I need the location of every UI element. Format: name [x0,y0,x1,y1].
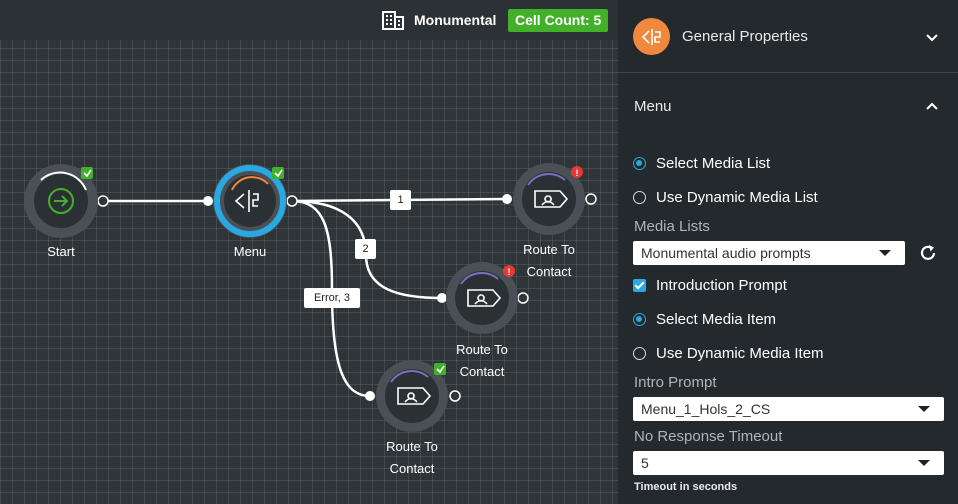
use-dynamic-media-item-label: Use Dynamic Media Item [656,345,824,362]
status-ok-icon [434,363,446,375]
route-contact-icon [534,190,569,208]
introduction-prompt-checkbox-row[interactable]: Introduction Prompt [633,277,787,294]
use-dynamic-media-item-option[interactable]: Use Dynamic Media Item [633,345,824,362]
node-menu[interactable] [213,164,287,238]
org-name: Monumental [414,12,497,28]
dropdown-arrow-icon [918,406,930,412]
select-media-list-label: Select Media List [656,155,771,172]
node-route-to-contact-3[interactable] [376,360,448,432]
status-ok-icon [272,167,284,179]
refresh-icon[interactable] [918,243,938,263]
use-dynamic-media-list-label: Use Dynamic Media List [656,189,818,206]
node-label-route-2: Route To Contact [456,342,508,379]
menu-section-title: Menu [634,98,672,115]
flow-diagram: ! ! [24,163,597,432]
menu-icon [234,190,259,212]
edge-label-2[interactable]: 2 [355,239,376,259]
edge-label-error-3[interactable]: Error, 3 [304,288,360,308]
radio-unselected[interactable] [633,191,646,204]
radio-selected[interactable] [633,157,646,170]
intro-prompt-label: Intro Prompt [634,374,717,391]
radio-unselected[interactable] [633,347,646,360]
menu-node-icon [633,18,670,55]
dropdown-arrow-icon [918,460,930,466]
dropdown-arrow-icon [879,250,891,256]
introduction-prompt-checkbox[interactable] [633,279,646,292]
select-media-item-option[interactable]: Select Media Item [633,311,776,328]
chevron-down-icon[interactable] [924,29,940,45]
canvas-header: Monumental Cell Count: 5 [0,0,618,40]
intro-prompt-select[interactable]: Menu_1_Hols_2_CS [633,397,944,421]
building-icon [382,11,404,30]
introduction-prompt-label: Introduction Prompt [656,277,787,294]
no-response-timeout-label: No Response Timeout [634,428,783,445]
svg-text:!: ! [508,267,511,277]
general-properties-title: General Properties [682,28,808,45]
no-response-timeout-select[interactable]: 5 [633,451,944,475]
edge-label-1[interactable]: 1 [390,190,411,210]
properties-panel: General Properties Menu Select Media Lis… [618,0,958,504]
svg-text:!: ! [576,168,579,178]
connector-dots [97,193,597,402]
org-title: Monumental [382,10,496,30]
route-contact-icon [397,387,432,405]
node-label-start: Start [47,244,75,259]
media-lists-select[interactable]: Monumental audio prompts [633,241,905,265]
status-ok-icon [81,167,93,179]
node-label-route-3: Route To Contact [386,439,438,476]
select-media-list-option[interactable]: Select Media List [633,155,770,172]
node-label-route-1: Route To Contact [523,242,575,279]
cell-count-badge: Cell Count: 5 [508,9,609,32]
start-arrow-icon [54,195,69,207]
status-error-icon [503,265,515,277]
chevron-up-icon[interactable] [924,98,940,114]
general-properties-header[interactable]: General Properties [618,0,958,73]
media-lists-label: Media Lists [634,218,710,235]
timeout-hint: Timeout in seconds [634,481,738,493]
use-dynamic-media-list-option[interactable]: Use Dynamic Media List [633,189,818,206]
status-error-icon [571,166,583,178]
media-lists-value: Monumental audio prompts [641,245,811,261]
no-response-timeout-value: 5 [641,455,649,471]
flow-canvas[interactable]: Monumental Cell Count: 5 [0,0,618,504]
select-media-item-label: Select Media Item [656,311,777,328]
node-route-to-contact-1[interactable]: ! [513,163,585,235]
node-label-menu: Menu [233,244,267,259]
intro-prompt-value: Menu_1_Hols_2_CS [641,401,771,417]
node-route-to-contact-2[interactable]: ! [446,262,518,334]
radio-selected[interactable] [633,313,646,326]
node-start[interactable] [24,164,98,238]
route-contact-icon [467,289,502,307]
